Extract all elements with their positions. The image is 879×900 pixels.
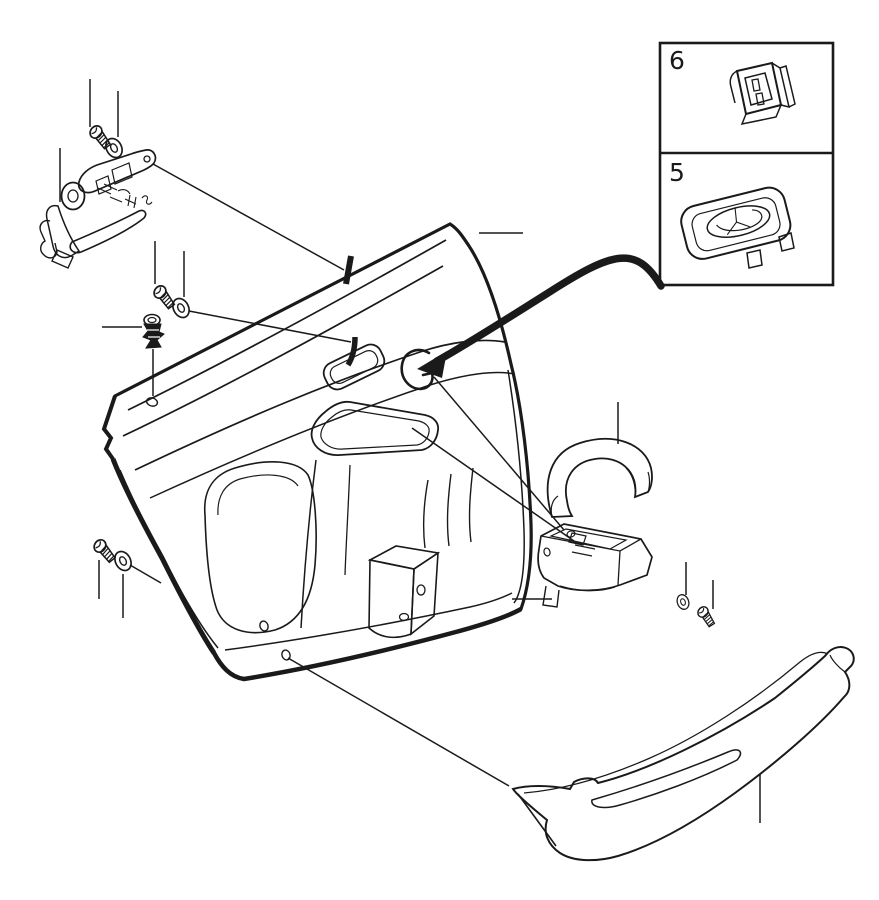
clip-position-tick — [343, 255, 354, 285]
inset-number-5: 5 — [669, 158, 685, 187]
handle-grip-blade — [69, 209, 147, 254]
pull-handle-cover — [546, 438, 653, 518]
panel-bottom-edge — [212, 607, 523, 682]
washer — [674, 592, 692, 612]
panel-hole — [145, 397, 159, 407]
switch-bezel-icon — [680, 186, 795, 269]
storage-compartment-bracket — [537, 523, 653, 608]
washer — [110, 547, 136, 575]
inset-callout-boxes: 6 5 — [658, 41, 835, 287]
door-trim-panel — [101, 222, 533, 682]
retaining-clip-icon — [729, 61, 796, 126]
inset-box-frame — [658, 41, 835, 287]
interior-door-handle-assembly — [39, 149, 157, 269]
screw — [694, 604, 720, 629]
trim-clip-fastener — [142, 313, 165, 349]
panel-hole — [281, 649, 291, 661]
callout-arrow — [417, 254, 665, 378]
switch-cutout — [400, 348, 434, 391]
leader-lines — [59, 79, 761, 823]
clip-position-tick — [345, 336, 358, 367]
inset-number-6: 6 — [669, 46, 685, 75]
panel-hole — [259, 620, 269, 632]
sill-trim-panel — [511, 646, 855, 862]
panel-storage-box — [367, 545, 441, 639]
washer — [168, 294, 194, 322]
screw — [149, 282, 180, 311]
pocket-recess — [203, 461, 317, 634]
armrest-opening — [310, 400, 439, 456]
arrowhead — [417, 351, 447, 378]
